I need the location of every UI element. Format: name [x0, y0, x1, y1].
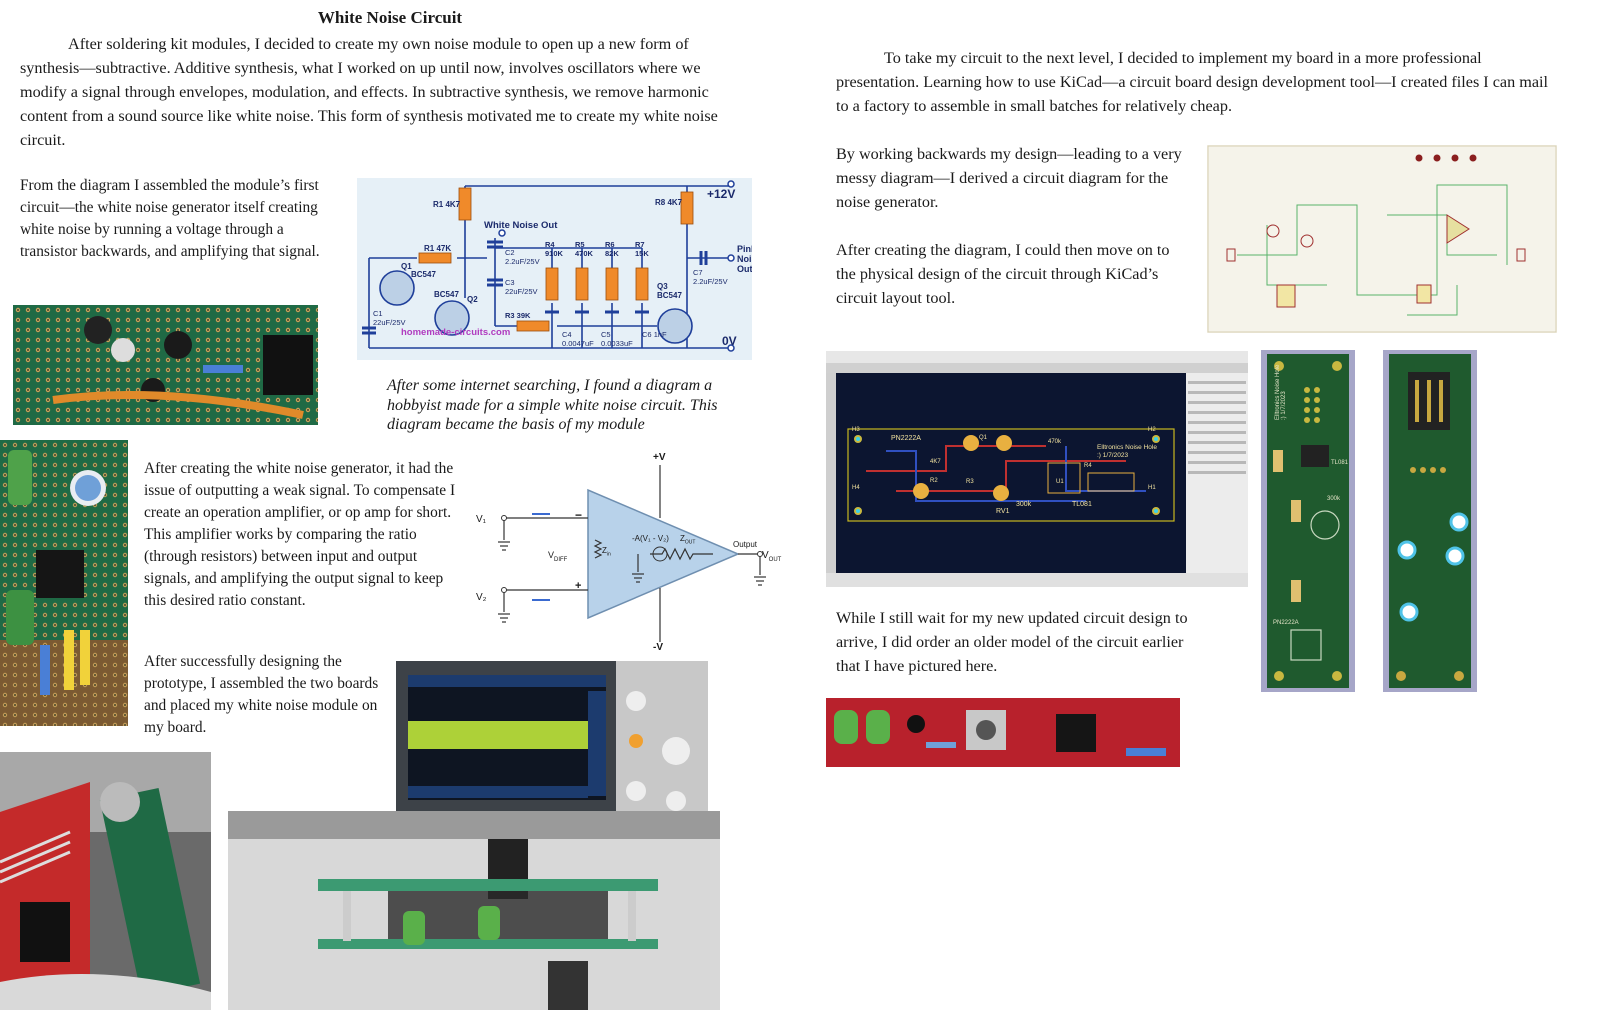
- white-noise-out-label: White Noise Out: [484, 220, 558, 231]
- plus-sign: +: [575, 580, 582, 592]
- vplus-label: +V: [653, 452, 666, 463]
- c6-label: C6 1nF: [642, 330, 667, 339]
- q1-label: Q1: [401, 262, 412, 271]
- pink-noise-label: PinkNoiseOut: [737, 244, 752, 274]
- opamp-paragraph: After creating the white noise generator…: [144, 460, 456, 609]
- render-pn-label: PN2222A: [1273, 620, 1299, 626]
- render-value-label: 300k: [1327, 496, 1341, 502]
- noise-module-photo: [0, 440, 128, 726]
- pcb-tl-label: TL081: [1072, 501, 1092, 508]
- pcb-h2-label: H2: [1148, 427, 1156, 433]
- pcb-render-front: Elltronics Noise Hole :) 1/7/2023 TL081 …: [1261, 350, 1355, 692]
- q2-part: BC547: [434, 290, 459, 299]
- vdiff-label: VDIFF: [548, 550, 568, 563]
- r8-label: R8 4K7: [655, 198, 683, 207]
- pcb-board-text: Elltronics Noise Hole :) 1/7/2023: [1097, 444, 1157, 459]
- pcb-h3-label: H3: [852, 427, 860, 433]
- q1-part: BC547: [411, 270, 436, 279]
- r1a-label: R1 4K7: [433, 200, 461, 209]
- pcb-rv-value: 300k: [1016, 501, 1032, 508]
- page-title: White Noise Circuit: [317, 8, 463, 27]
- v1-label: V₁: [476, 514, 487, 525]
- pcb-r4-label: R4: [1084, 463, 1092, 469]
- pcb-r2-label: R2: [930, 478, 938, 484]
- pcb-rv-label: RV1: [996, 508, 1010, 515]
- v2-label: V₂: [476, 592, 487, 603]
- supply-label: +12V: [707, 187, 736, 201]
- white-noise-schematic: +12V 0V R1 4K7 R8 4K7 R1 47K Q1 BC547 BC…: [357, 178, 752, 360]
- pcb-pn-label: PN2222A: [891, 435, 921, 442]
- generator-paragraph: From the diagram I assembled the module’…: [20, 177, 320, 260]
- output-label: Output: [733, 540, 758, 549]
- oscilloscope-photo: [396, 661, 708, 829]
- minus-sign: −: [575, 508, 583, 522]
- ground-label: 0V: [722, 334, 737, 348]
- layout-paragraph: After creating the diagram, I could then…: [836, 241, 1170, 307]
- red-board-photo: [826, 692, 1180, 767]
- vout-label: VOUT: [762, 550, 782, 563]
- render-tl-label: TL081: [1331, 460, 1349, 466]
- pcb-h4-label: H4: [852, 485, 860, 491]
- r3-label: R3 39K: [505, 311, 531, 320]
- intro-paragraph: After soldering kit modules, I decided t…: [20, 35, 718, 149]
- gain-label: -A(V₁ - V₂): [632, 534, 669, 543]
- opamp-diagram: +V -V V₁ V₂ − + VDIFF Zin -A(V₁ - V₂) ZO…: [470, 450, 790, 655]
- wait-paragraph: While I still wait for my new updated ci…: [836, 609, 1188, 675]
- pcb-q1-label: Q1: [979, 435, 988, 441]
- zout-label: ZOUT: [680, 534, 696, 546]
- r1-label: R1 47K: [424, 244, 452, 253]
- pcb-u1-label: U1: [1056, 479, 1064, 485]
- zin-label: Zin: [602, 546, 611, 558]
- q2-label: Q2: [467, 295, 478, 304]
- pcb-h1-label: H1: [1148, 485, 1156, 491]
- render-board-text: Elltronics Noise Hole :) 1/7/2023: [1275, 364, 1287, 420]
- watermark-text: homemade-circuits.com: [401, 327, 511, 338]
- vminus-label: -V: [653, 642, 663, 653]
- module-assembly-photo: [228, 811, 720, 1010]
- pcb-value-4k7: 4K7: [930, 459, 941, 465]
- pcb-value-470k: 470k: [1048, 439, 1062, 445]
- kicad-schematic: [1207, 145, 1557, 333]
- schematic-caption: After some internet searching, I found a…: [387, 377, 718, 433]
- perfboard-photo: [13, 305, 318, 425]
- backwards-paragraph: By working backwards my design—leading t…: [836, 145, 1182, 211]
- kicad-paragraph: To take my circuit to the next level, I …: [836, 49, 1549, 115]
- prototype-paragraph: After successfully designing the prototy…: [144, 653, 379, 736]
- pcb-r3-label: R3: [966, 479, 974, 485]
- pcb-render-back: [1383, 350, 1477, 692]
- module-rack-photo: [0, 752, 211, 1010]
- kicad-pcb-editor: PN2222A TL081 RV1 300k Elltronics Noise …: [826, 351, 1248, 587]
